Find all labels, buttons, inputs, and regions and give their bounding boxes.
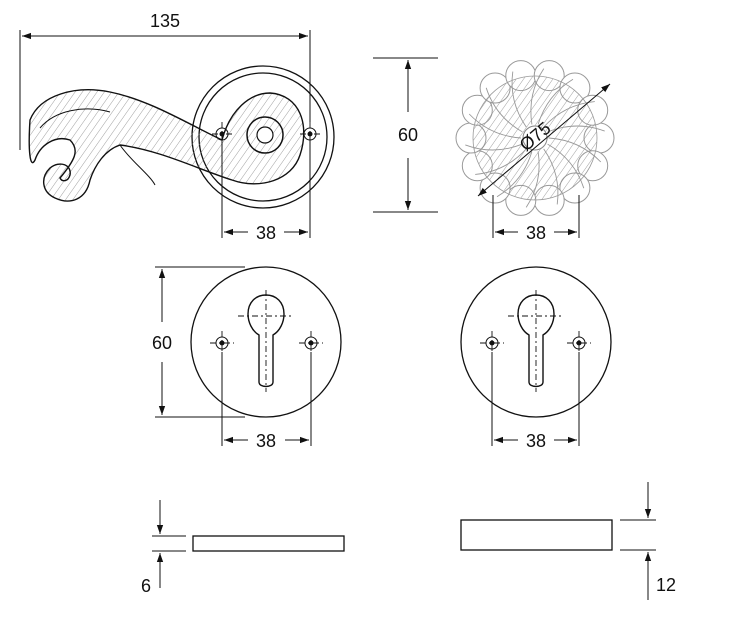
dim-38-a-label: 38: [256, 223, 276, 243]
dim-60-top: 60: [373, 57, 438, 213]
dim-6-label: 6: [141, 576, 151, 596]
escutcheon-left-screw-left: [210, 331, 234, 355]
knob-view: Ø75 38: [455, 60, 615, 243]
plate-thin-profile: 6: [141, 500, 345, 596]
dim-38-d-label: 38: [526, 431, 546, 451]
plate-thick-rect: [460, 519, 613, 551]
dim-60-top-label: 60: [398, 125, 418, 145]
escutcheon-right-screw-left: [480, 331, 504, 355]
escutcheon-left-view: 60 38: [152, 266, 342, 451]
lever-curl-detail: [119, 144, 156, 186]
lever-handle-body: [28, 89, 305, 202]
escutcheon-right-screw-right: [567, 331, 591, 355]
lever-spindle-hole: [256, 126, 274, 144]
dim-60-mid-label: 60: [152, 333, 172, 353]
escutcheon-left-screw-right: [299, 331, 323, 355]
plate-thick-profile: 12: [460, 482, 676, 600]
escutcheon-left-keyhole: [247, 294, 285, 388]
lever-boss: [246, 116, 284, 154]
escutcheon-right-keyhole: [517, 294, 555, 388]
plate-thin-rect: [192, 535, 345, 552]
dim-135-label: 135: [150, 11, 180, 31]
dim-diameter-line: [477, 83, 611, 197]
dim-12-label: 12: [656, 575, 676, 595]
dim-38-c-label: 38: [256, 431, 276, 451]
escutcheon-left-rose: [190, 266, 342, 418]
lever-handle-view: 135 38: [19, 11, 335, 243]
escutcheon-right-rose: [460, 266, 612, 418]
escutcheon-right-view: 38: [460, 266, 612, 451]
dim-38-b-label: 38: [526, 223, 546, 243]
lever-upper-detail: [39, 108, 111, 129]
